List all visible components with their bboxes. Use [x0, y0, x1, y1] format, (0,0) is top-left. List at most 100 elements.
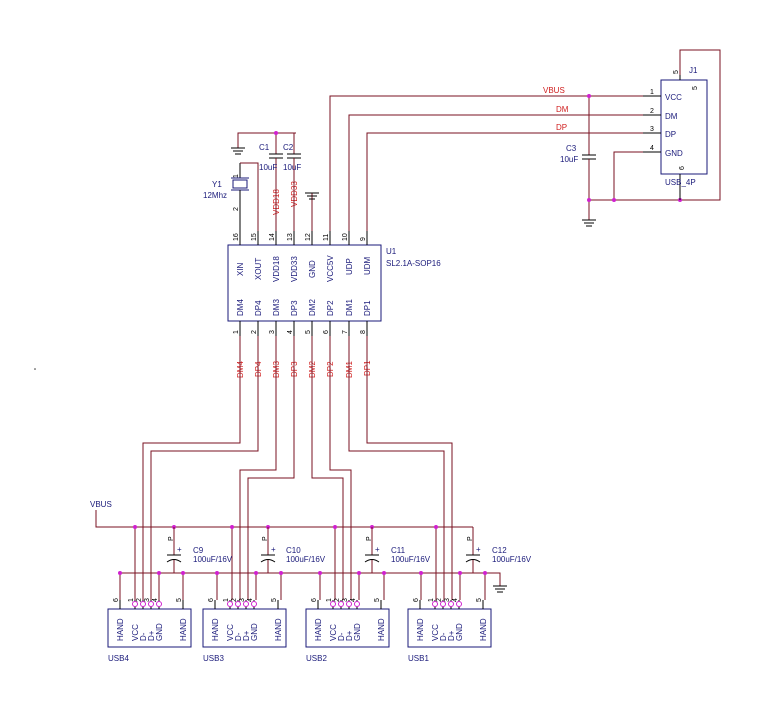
pin-name: DP3: [290, 300, 299, 316]
usb-port-pin-number: 2: [334, 598, 341, 602]
usb-port-pin-name: HAND: [116, 618, 125, 641]
pin-name: DM4: [236, 299, 245, 316]
j1-pin-number: 1: [650, 89, 654, 96]
usb-port-pin-name: GND: [455, 623, 464, 641]
junction-dot: [274, 131, 278, 135]
usb-port-pin-ring: [330, 601, 336, 607]
pin-number: 4: [287, 330, 294, 334]
u1-chip[interactable]: U1 SL2.1A-SOP16: [227, 244, 441, 322]
c3-value: 10uF: [560, 155, 578, 164]
pin-number: 16: [233, 233, 240, 241]
usb-port-pin-number: 3: [239, 598, 246, 602]
pin-number: 3: [269, 330, 276, 334]
usb-port-pin-ring: [243, 601, 249, 607]
wire-dm-upstream: [348, 114, 643, 231]
usb-port-pin-number: 1: [128, 598, 135, 602]
wire-xout: [240, 162, 259, 231]
usb-port-pin-number: 4: [350, 598, 357, 602]
usb-port-pin-name: GND: [250, 623, 259, 641]
junction-dot: [587, 198, 591, 202]
downstream-data-wires: [142, 336, 453, 600]
pin-number: 15: [251, 233, 258, 241]
j1-pin-number: 3: [650, 126, 654, 133]
pin-name: DP1: [363, 300, 372, 316]
capacitor-c3[interactable]: C3 10uF: [560, 96, 596, 220]
c10-plate-curved: [260, 559, 276, 563]
usb-port-pin-name: D+: [242, 630, 251, 641]
pin-number: 9: [360, 237, 367, 241]
usb-port-pin-ring: [235, 601, 241, 607]
c12-ref: C12: [492, 546, 507, 555]
usb-port-pin-number: 1: [223, 598, 230, 602]
usb-port-pin-ring: [346, 601, 352, 607]
usb-port-pin-name: HAND: [211, 618, 220, 641]
c9-p: P: [168, 536, 175, 541]
j1-pin-name: DP: [665, 130, 676, 139]
usb-port-pin-name: VCC: [329, 624, 338, 641]
usb-port-pin-name: HAND: [377, 618, 386, 641]
u1-top-pin-leads: [239, 231, 368, 245]
pin-name: XOUT: [254, 258, 263, 280]
c9-plus: +: [177, 545, 182, 554]
j1-pin-name: VCC: [665, 93, 682, 102]
usb-port-ref: USB4: [108, 654, 129, 663]
c10-ref: C10: [286, 546, 301, 555]
c11-plus: +: [375, 545, 380, 554]
usb-port-ref: USB2: [306, 654, 327, 663]
usb-port-pin-number: 5: [476, 598, 483, 602]
u1-bottom-pin-leads: [239, 321, 368, 336]
y1-body: [232, 179, 248, 189]
crystal-y1[interactable]: 1 2 Y1 12Mhz: [203, 163, 249, 231]
capacitor-c9[interactable]: + P C9 100uF/16V: [166, 527, 233, 573]
connector-j1[interactable]: 1 2 3 4 VCC DM DP GND 5 5 6 J1 USB_4P: [643, 66, 708, 200]
usb-port-body: [407, 608, 492, 648]
u1-bottom-pin-names: DM4 DP4 DM3 DP3 DM2 DP2 DM1 DP1: [236, 299, 372, 316]
usb-port-pin-name: D+: [147, 630, 156, 641]
y1-value: 12Mhz: [203, 191, 227, 200]
junction-dot: [587, 94, 591, 98]
pin-name: GND: [308, 260, 317, 278]
capacitor-c1[interactable]: C1 10uF: [259, 133, 283, 231]
usb-port-pin-number: 6: [311, 598, 318, 602]
capacitor-c11[interactable]: + P C11 100uF/16V: [364, 527, 431, 573]
pin-name: UDP: [345, 258, 354, 275]
pin-name: DM2: [308, 299, 317, 316]
usb-ports: 6HAND1VCC2D-3D+4GND5HANDUSB46HAND1VCC2D-…: [107, 598, 492, 663]
gnd-junctions: [118, 571, 487, 575]
capacitor-c12[interactable]: + P C12 100uF/16V: [465, 527, 532, 573]
pin-number: 10: [342, 233, 349, 241]
u1-top-pin-numbers: 16 15 14 13 12 11 10 9: [233, 233, 367, 241]
c1-ref: C1: [259, 143, 270, 152]
usb-port-pin-name: VCC: [431, 624, 440, 641]
usb-port-pin-name: D-: [337, 632, 346, 641]
vbus-drops: [134, 527, 437, 600]
pin-number: 12: [305, 233, 312, 241]
pin-number: 5: [305, 330, 312, 334]
pin-name: VDD18: [272, 256, 281, 282]
stray-dot: [34, 368, 36, 370]
usb-port-pin-name: HAND: [479, 618, 488, 641]
j1-shield-pin: 5: [692, 86, 699, 90]
u1-ref: U1: [386, 247, 397, 256]
usb-port-pin-number: 4: [247, 598, 254, 602]
usb-port-pin-name: VCC: [226, 624, 235, 641]
wire-gnd-downstream: [120, 572, 501, 586]
c12-p: P: [467, 536, 474, 541]
usb-port-pin-name: GND: [353, 623, 362, 641]
pin-number: 7: [342, 330, 349, 334]
wire-dp-upstream: [366, 132, 643, 231]
capacitor-c2[interactable]: C2 10uF: [283, 133, 301, 231]
capacitor-c10[interactable]: + P C10 100uF/16V: [260, 527, 326, 573]
j1-pin-number: 2: [650, 108, 654, 115]
net-label-vbus: VBUS: [543, 86, 565, 95]
usb-port-pin-name: GND: [155, 623, 164, 641]
usb-port-body: [202, 608, 287, 648]
usb-port-pin-number: 6: [113, 598, 120, 602]
y1-pin2: 2: [233, 207, 240, 211]
gnd-symbol-c1c2: [231, 147, 245, 155]
